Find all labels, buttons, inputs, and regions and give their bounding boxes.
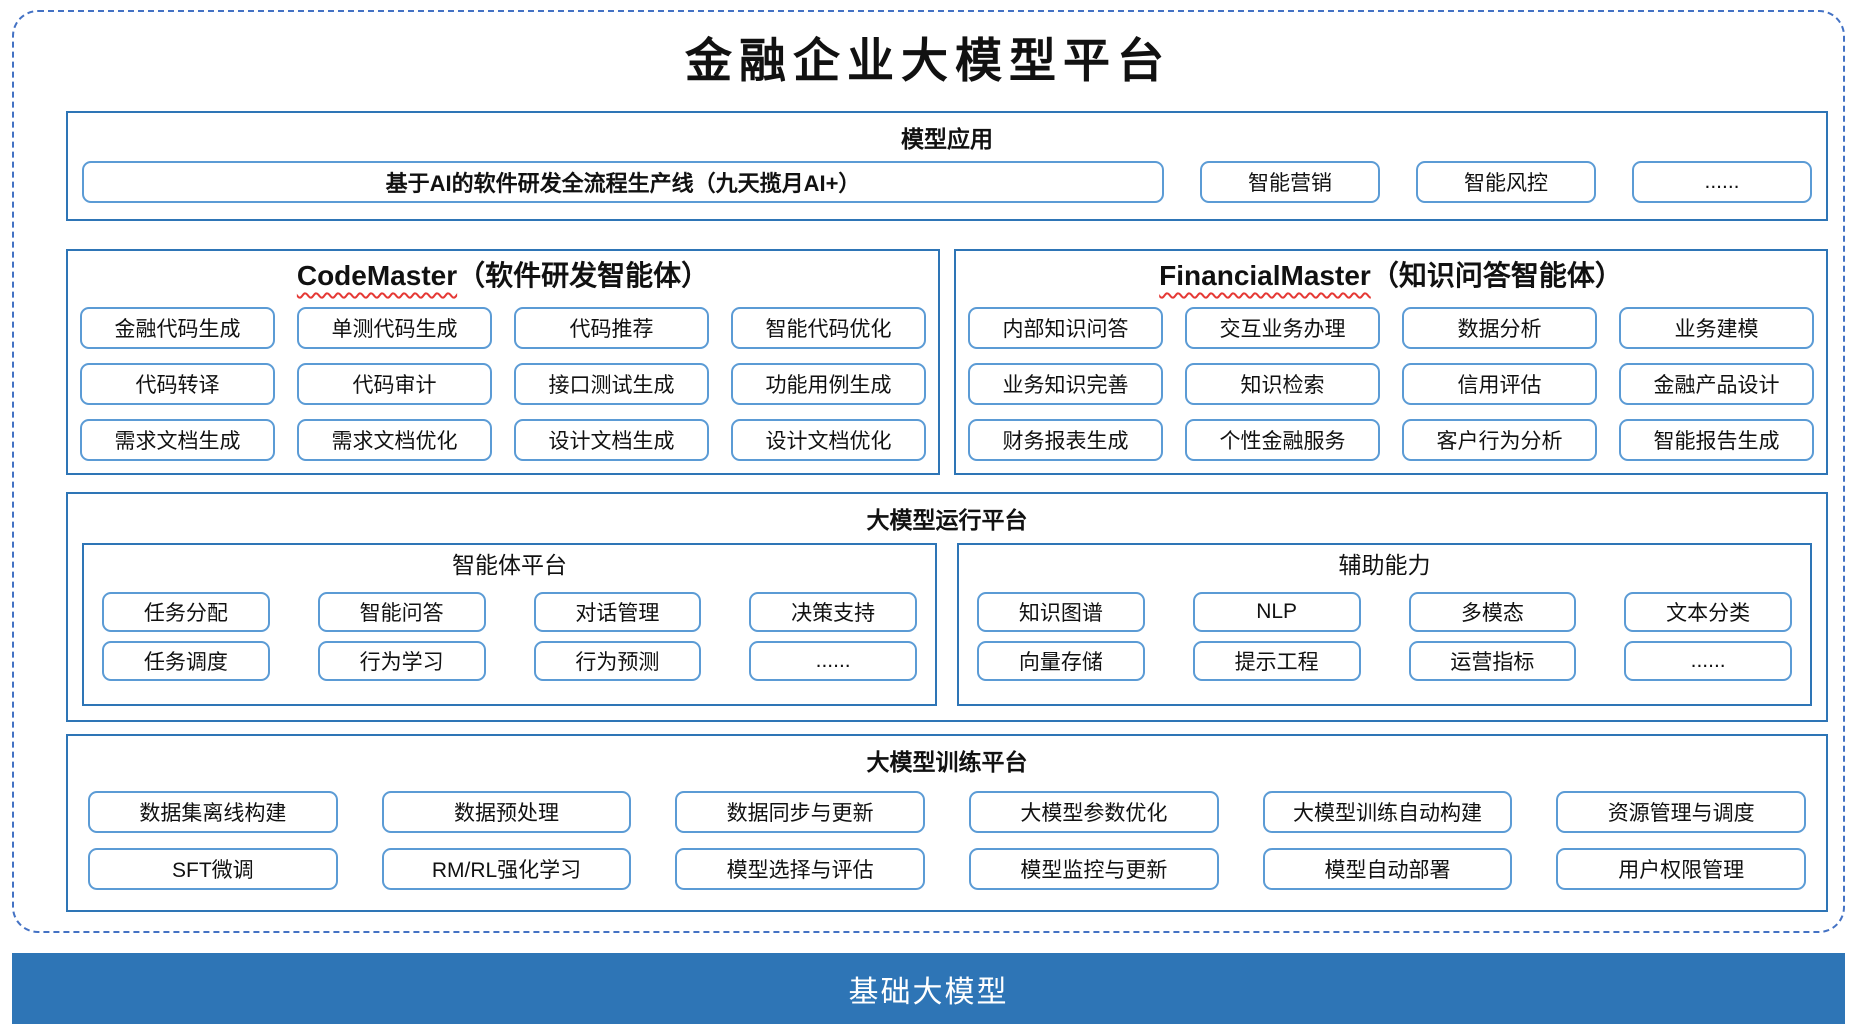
aux-ability-item: 运营指标 — [1408, 641, 1577, 681]
aux-ability-item: 知识图谱 — [977, 592, 1145, 632]
codemaster-row: 需求文档生成 需求文档优化 设计文档生成 设计文档优化 — [80, 419, 926, 461]
financialmaster-item: 金融产品设计 — [1619, 363, 1814, 405]
foundation-model-label: 基础大模型 — [848, 975, 1009, 1009]
financialmaster-title-zh: （知识问答智能体） — [1370, 260, 1623, 291]
financialmaster-row: 内部知识问答 交互业务办理 数据分析 业务建模 — [968, 307, 1814, 349]
codemaster-title-en: CodeMaster — [296, 260, 458, 291]
agent-platform-row: 任务分配 智能问答 对话管理 决策支持 — [102, 592, 917, 632]
foundation-model-bar: 基础大模型 — [12, 953, 1845, 1024]
financialmaster-item: 知识检索 — [1185, 363, 1380, 405]
agent-platform-box: 智能体平台 任务分配 智能问答 对话管理 决策支持 任务调度 行为学习 行为预测… — [82, 543, 937, 706]
codemaster-item: 设计文档优化 — [731, 419, 926, 461]
training-grid: 数据集离线构建 数据预处理 数据同步与更新 大模型参数优化 大模型训练自动构建 … — [68, 777, 1826, 910]
aux-ability-item: NLP — [1192, 592, 1361, 632]
aux-ability-row: 向量存储 提示工程 运营指标 ...... — [977, 641, 1792, 681]
financialmaster-item: 个性金融服务 — [1185, 419, 1380, 461]
training-item: 资源管理与调度 — [1556, 791, 1807, 834]
aux-ability-box: 辅助能力 知识图谱 NLP 多模态 文本分类 向量存储 提示工程 运营指标 ..… — [957, 543, 1812, 706]
financialmaster-grid: 内部知识问答 交互业务办理 数据分析 业务建模 业务知识完善 知识检索 信用评估… — [968, 297, 1814, 461]
codemaster-item: 金融代码生成 — [80, 307, 275, 349]
codemaster-title-zh: （软件研发智能体） — [457, 260, 710, 291]
agent-platform-item-more: ...... — [749, 641, 917, 681]
training-item: SFT微调 — [88, 847, 338, 890]
runtime-section: 大模型运行平台 智能体平台 任务分配 智能问答 对话管理 决策支持 任务调度 行… — [66, 492, 1828, 722]
aux-ability-item: 提示工程 — [1192, 641, 1361, 681]
codemaster-item: 需求文档生成 — [80, 419, 275, 461]
training-item: 数据预处理 — [381, 791, 632, 834]
financialmaster-item: 数据分析 — [1402, 307, 1597, 349]
training-section: 大模型训练平台 数据集离线构建 数据预处理 数据同步与更新 大模型参数优化 大模… — [66, 734, 1828, 912]
agent-platform-item: 行为预测 — [533, 641, 702, 681]
training-item: 模型选择与评估 — [675, 847, 926, 890]
training-item: 模型监控与更新 — [969, 847, 1219, 890]
agent-platform-header: 智能体平台 — [452, 552, 567, 578]
aux-ability-item: 多模态 — [1408, 592, 1577, 632]
model-app-header: 模型应用 — [901, 126, 993, 152]
agent-platform-item: 行为学习 — [317, 641, 486, 681]
codemaster-item: 功能用例生成 — [731, 363, 926, 405]
financialmaster-item: 信用评估 — [1402, 363, 1597, 405]
codemaster-title: CodeMaster（软件研发智能体） — [80, 255, 926, 297]
agent-platform-item: 任务分配 — [102, 592, 270, 632]
platform-title: 金融企业大模型平台 — [685, 34, 1171, 89]
codemaster-item: 需求文档优化 — [297, 419, 492, 461]
codemaster-item: 接口测试生成 — [514, 363, 709, 405]
aux-ability-item: 向量存储 — [977, 641, 1145, 681]
agent-platform-item: 智能问答 — [317, 592, 486, 632]
aux-ability-row: 知识图谱 NLP 多模态 文本分类 — [977, 592, 1792, 632]
financialmaster-row: 业务知识完善 知识检索 信用评估 金融产品设计 — [968, 363, 1814, 405]
training-item: RM/RL强化学习 — [381, 847, 632, 890]
model-app-section: 模型应用 基于AI的软件研发全流程生产线（九天揽月AI+） 智能营销 智能风控 … — [66, 111, 1828, 221]
agent-platform-item: 任务调度 — [102, 641, 270, 681]
financialmaster-title-en: FinancialMaster — [1159, 260, 1371, 291]
platform-dashed-frame — [12, 10, 1845, 933]
financialmaster-item: 内部知识问答 — [968, 307, 1163, 349]
financialmaster-item: 业务知识完善 — [968, 363, 1163, 405]
agent-platform-row: 任务调度 行为学习 行为预测 ...... — [102, 641, 917, 681]
financialmaster-panel: FinancialMaster（知识问答智能体） 内部知识问答 交互业务办理 数… — [954, 249, 1828, 475]
training-item: 数据集离线构建 — [88, 791, 338, 834]
codemaster-item: 代码审计 — [297, 363, 492, 405]
aux-ability-item-more: ...... — [1624, 641, 1792, 681]
codemaster-item: 设计文档生成 — [514, 419, 709, 461]
runtime-header: 大模型运行平台 — [866, 507, 1028, 533]
financialmaster-title: FinancialMaster（知识问答智能体） — [968, 255, 1814, 297]
training-row: 数据集离线构建 数据预处理 数据同步与更新 大模型参数优化 大模型训练自动构建 … — [88, 791, 1807, 834]
training-item: 大模型参数优化 — [969, 791, 1219, 834]
financialmaster-item: 交互业务办理 — [1185, 307, 1380, 349]
codemaster-row: 金融代码生成 单测代码生成 代码推荐 智能代码优化 — [80, 307, 926, 349]
model-app-item-more: ...... — [1632, 160, 1812, 203]
agent-platform-item: 对话管理 — [533, 592, 702, 632]
financialmaster-item: 智能报告生成 — [1619, 419, 1814, 461]
runtime-body: 智能体平台 任务分配 智能问答 对话管理 决策支持 任务调度 行为学习 行为预测… — [68, 535, 1826, 720]
agents-row: CodeMaster（软件研发智能体） 金融代码生成 单测代码生成 代码推荐 智… — [66, 249, 1828, 475]
training-header: 大模型训练平台 — [866, 749, 1028, 775]
training-item: 大模型训练自动构建 — [1262, 791, 1513, 834]
financialmaster-item: 业务建模 — [1619, 307, 1814, 349]
codemaster-row: 代码转译 代码审计 接口测试生成 功能用例生成 — [80, 363, 926, 405]
codemaster-grid: 金融代码生成 单测代码生成 代码推荐 智能代码优化 代码转译 代码审计 接口测试… — [80, 297, 926, 461]
codemaster-panel: CodeMaster（软件研发智能体） 金融代码生成 单测代码生成 代码推荐 智… — [66, 249, 940, 475]
training-item: 模型自动部署 — [1262, 847, 1513, 890]
codemaster-item: 代码转译 — [80, 363, 275, 405]
financialmaster-row: 财务报表生成 个性金融服务 客户行为分析 智能报告生成 — [968, 419, 1814, 461]
model-app-row: 基于AI的软件研发全流程生产线（九天揽月AI+） 智能营销 智能风控 .....… — [68, 154, 1826, 219]
model-app-item: 智能风控 — [1416, 160, 1596, 203]
codemaster-item: 单测代码生成 — [297, 307, 492, 349]
agent-platform-item: 决策支持 — [749, 592, 917, 632]
financialmaster-item: 客户行为分析 — [1402, 419, 1597, 461]
aux-ability-item: 文本分类 — [1624, 592, 1792, 632]
training-item: 数据同步与更新 — [675, 791, 926, 834]
model-app-item: 智能营销 — [1200, 160, 1380, 203]
training-item: 用户权限管理 — [1556, 847, 1807, 890]
codemaster-item: 智能代码优化 — [731, 307, 926, 349]
financialmaster-item: 财务报表生成 — [968, 419, 1163, 461]
training-row: SFT微调 RM/RL强化学习 模型选择与评估 模型监控与更新 模型自动部署 用… — [88, 847, 1807, 890]
model-app-main-item: 基于AI的软件研发全流程生产线（九天揽月AI+） — [82, 160, 1164, 203]
aux-ability-header: 辅助能力 — [1338, 552, 1431, 578]
codemaster-item: 代码推荐 — [514, 307, 709, 349]
